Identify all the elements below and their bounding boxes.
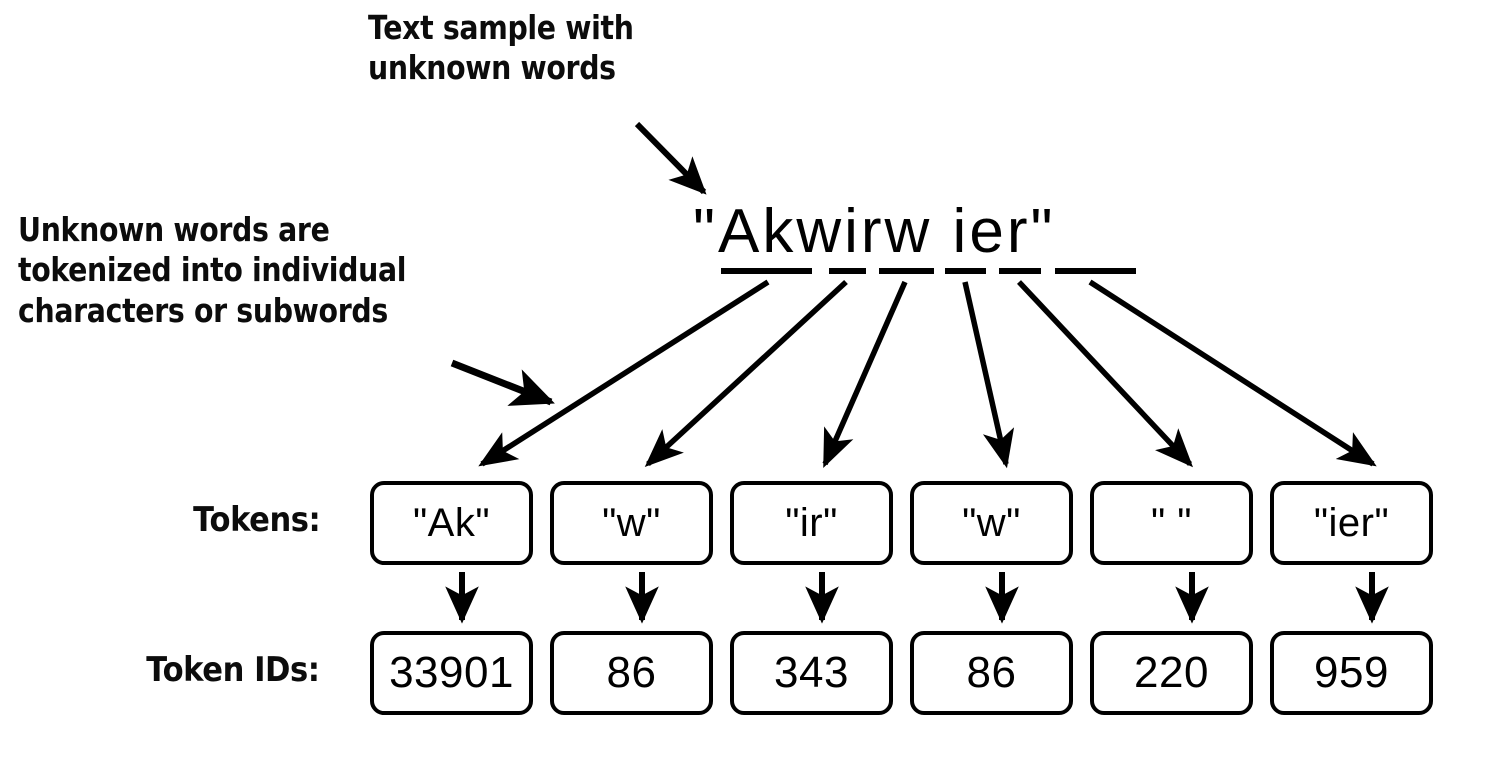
segment-to-token-arrows — [478, 279, 1377, 469]
annotation-unknown-words: Unknown words are tokenized into individ… — [18, 210, 407, 330]
arrow-segment-1-to-token-1 — [478, 279, 770, 467]
sample-text-string: "Akwirw ier" — [693, 197, 1056, 266]
token-box: " " — [1090, 481, 1253, 565]
token-to-id-arrows — [445, 572, 1389, 624]
token-id-box: 220 — [1090, 631, 1253, 715]
token-box: "ir" — [730, 481, 893, 565]
token-ids-row-label: Token IDs: — [146, 650, 321, 690]
token-id-box: 86 — [550, 631, 713, 715]
arrow-segment-2-to-token-2 — [644, 279, 848, 467]
token-box: "w" — [910, 481, 1073, 565]
arrow-segment-3-to-token-3 — [822, 280, 908, 469]
annotation-text-sample: Text sample with unknown words — [368, 8, 634, 88]
token-box: "Ak" — [370, 481, 533, 565]
tokens-row: "Ak" "w" "ir" "w" " " "ier" — [370, 481, 1433, 565]
arrow-caption-to-tokens — [450, 359, 555, 406]
token-box: "ier" — [1270, 481, 1433, 565]
token-id-box: 86 — [910, 631, 1073, 715]
token-id-box: 33901 — [370, 631, 533, 715]
arrow-segment-5-to-token-5 — [1016, 280, 1194, 468]
token-box: "w" — [550, 481, 713, 565]
token-id-box: 343 — [730, 631, 893, 715]
arrow-segment-6-to-token-6 — [1088, 279, 1377, 467]
token-ids-row: 33901 86 343 86 220 959 — [370, 631, 1433, 715]
arrow-caption-to-sample — [634, 121, 707, 195]
arrow-segment-4-to-token-4 — [962, 281, 1015, 469]
token-id-box: 959 — [1270, 631, 1433, 715]
tokens-row-label: Tokens: — [192, 500, 321, 540]
